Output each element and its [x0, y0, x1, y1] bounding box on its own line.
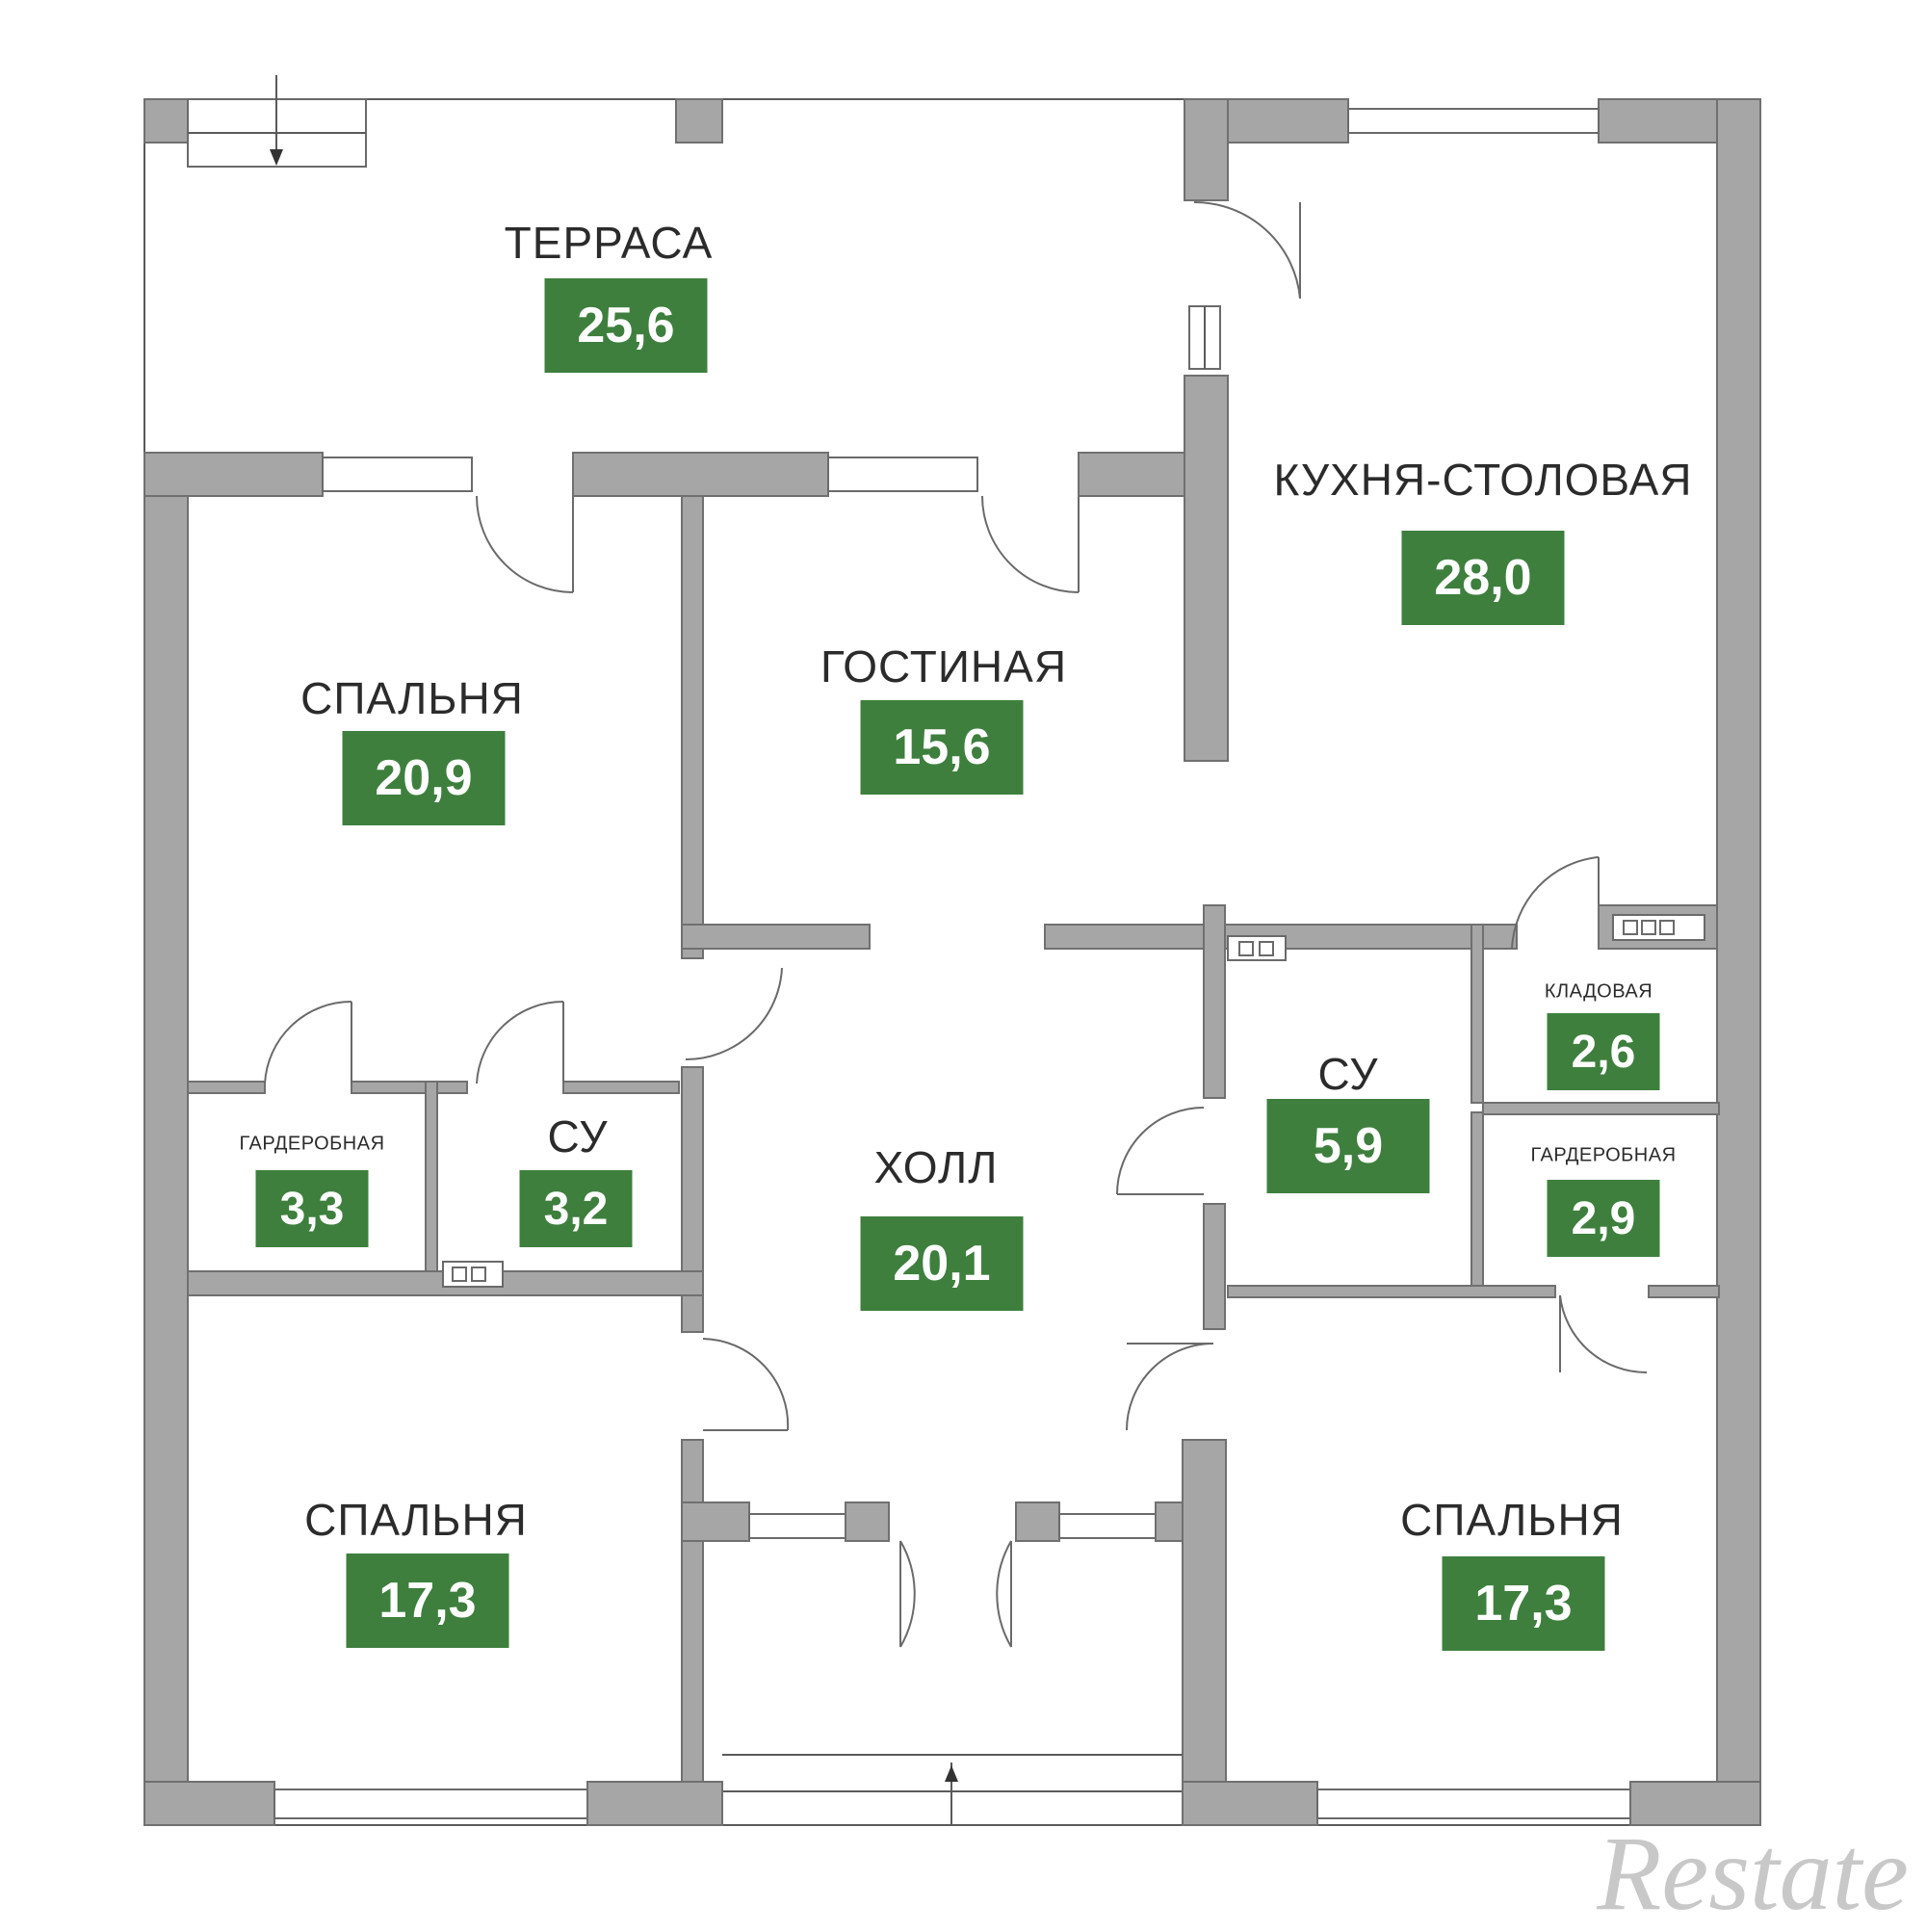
area-badge-hall: 20,1	[860, 1216, 1024, 1311]
area-badge-bath-east: 5,9	[1266, 1099, 1430, 1193]
wall-kitchen-left	[1184, 375, 1229, 762]
area-badge-bedroom-se: 17,3	[1442, 1556, 1605, 1651]
area-badge-terrace: 25,6	[544, 278, 708, 373]
room-name-bedroom-sw: СПАЛЬНЯ	[304, 1495, 528, 1545]
area-badge-pantry: 2,6	[1547, 1013, 1660, 1090]
terrace-post-mid	[675, 98, 723, 144]
room-name-wardrobe-east: ГАРДЕРОБНАЯ	[1530, 1144, 1677, 1166]
area-badge-living: 15,6	[860, 700, 1024, 795]
area-badge-wardrobe-east: 2,9	[1547, 1180, 1660, 1257]
room-name-living: ГОСТИНАЯ	[820, 641, 1068, 692]
window-bedroom-sw	[273, 1788, 588, 1819]
area-badge-kitchen: 28,0	[1401, 531, 1565, 625]
window-kitchen-top	[1347, 108, 1600, 134]
room-name-kitchen: КУХНЯ-СТОЛОВАЯ	[1273, 455, 1693, 505]
terrace-post-left	[143, 98, 189, 144]
area-badge-bedroom-nw: 20,9	[342, 731, 506, 825]
room-name-bath-east: СУ	[1317, 1049, 1379, 1099]
room-name-hall: ХОЛЛ	[873, 1142, 999, 1192]
window-bedroom-nw	[322, 457, 473, 492]
room-name-wardrobe-west: ГАРДЕРОБНАЯ	[239, 1133, 385, 1155]
wall-north-1	[143, 452, 324, 497]
room-name-pantry: КЛАДОВАЯ	[1544, 980, 1653, 1003]
room-name-bath-west: СУ	[547, 1111, 609, 1162]
room-name-terrace: ТЕРРАСА	[504, 218, 714, 268]
wall-south-1	[143, 1781, 275, 1826]
wall-east	[1716, 98, 1761, 1826]
window-living	[827, 457, 978, 492]
wall-bedroom-living	[681, 495, 704, 959]
area-badge-wardrobe-west: 3,3	[255, 1170, 369, 1247]
wall-south-4	[1629, 1781, 1761, 1826]
area-badge-bath-west: 3,2	[519, 1170, 633, 1247]
restate-watermark: Restate	[1597, 1815, 1909, 1932]
room-name-bedroom-se: СПАЛЬНЯ	[1400, 1495, 1624, 1545]
area-badge-bedroom-sw: 17,3	[346, 1553, 509, 1648]
wall-south-3	[1182, 1781, 1318, 1826]
wall-west	[143, 452, 189, 1826]
window-bedroom-se	[1316, 1788, 1631, 1819]
wall-living-bottom-left	[681, 924, 871, 950]
wall-south-2	[586, 1781, 723, 1826]
wall-north-2	[572, 452, 829, 497]
room-name-bedroom-nw: СПАЛЬНЯ	[300, 673, 524, 723]
wall-kitchen-left-stub	[1184, 98, 1229, 201]
